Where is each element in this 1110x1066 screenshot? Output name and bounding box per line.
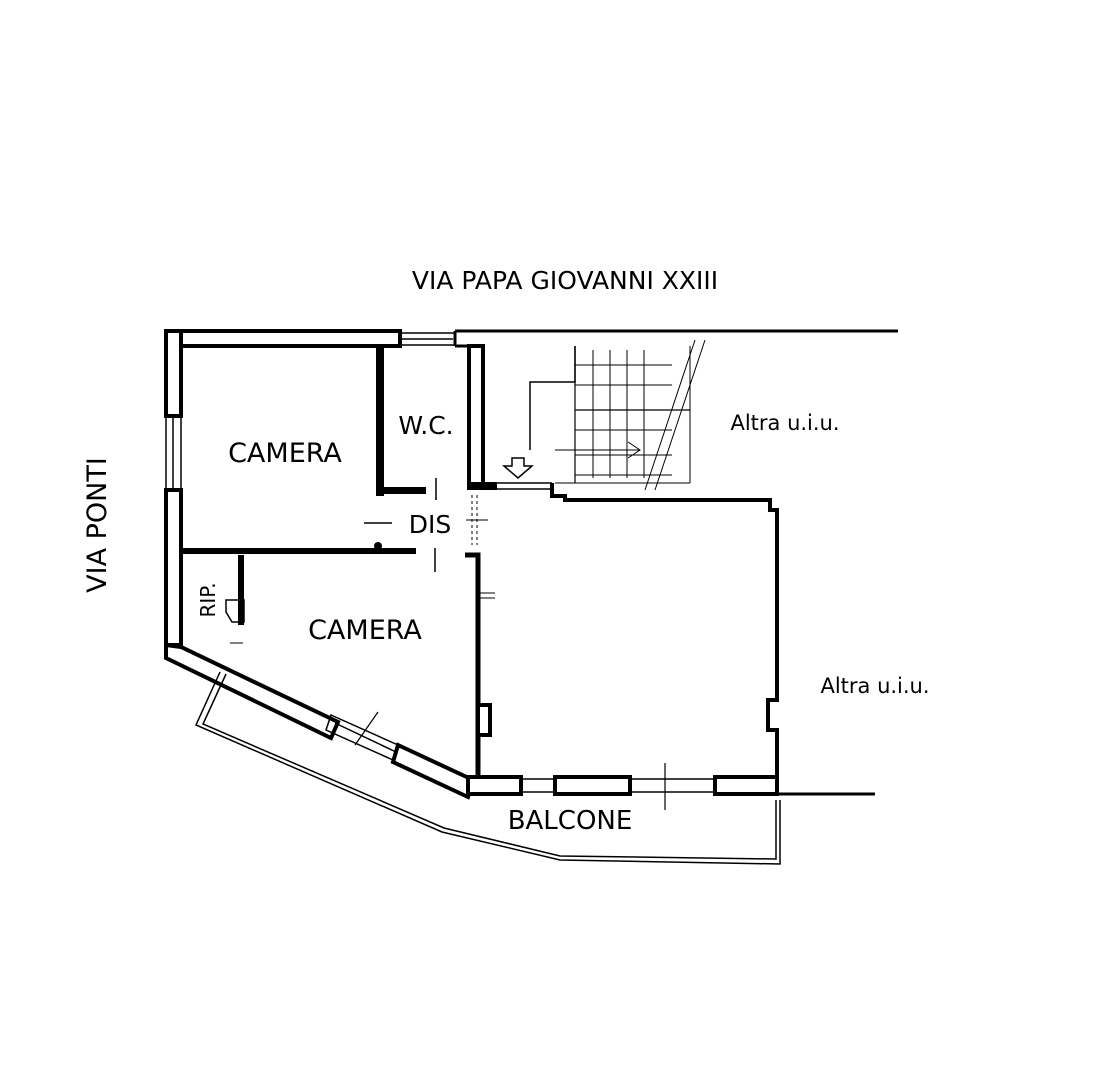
street-north-label: VIA PAPA GIOVANNI XXIII [412,266,718,295]
room-dis-label: DIS [409,510,452,539]
walls [164,329,898,810]
room-balcone-label: BALCONE [508,806,633,836]
street-west-label: VIA PONTI [82,457,113,593]
neighbor-upper-label: Altra u.i.u. [730,411,839,435]
balcony-outline [195,671,781,865]
stairs [501,339,706,491]
room-rip-label: RIP. [196,582,220,617]
room-wc-label: W.C. [398,411,453,440]
neighbor-lower-label: Altra u.i.u. [820,674,929,698]
entry-arrow-icon [501,457,535,479]
room-camera-1-label: CAMERA [228,438,342,469]
room-camera-2-label: CAMERA [308,615,422,646]
